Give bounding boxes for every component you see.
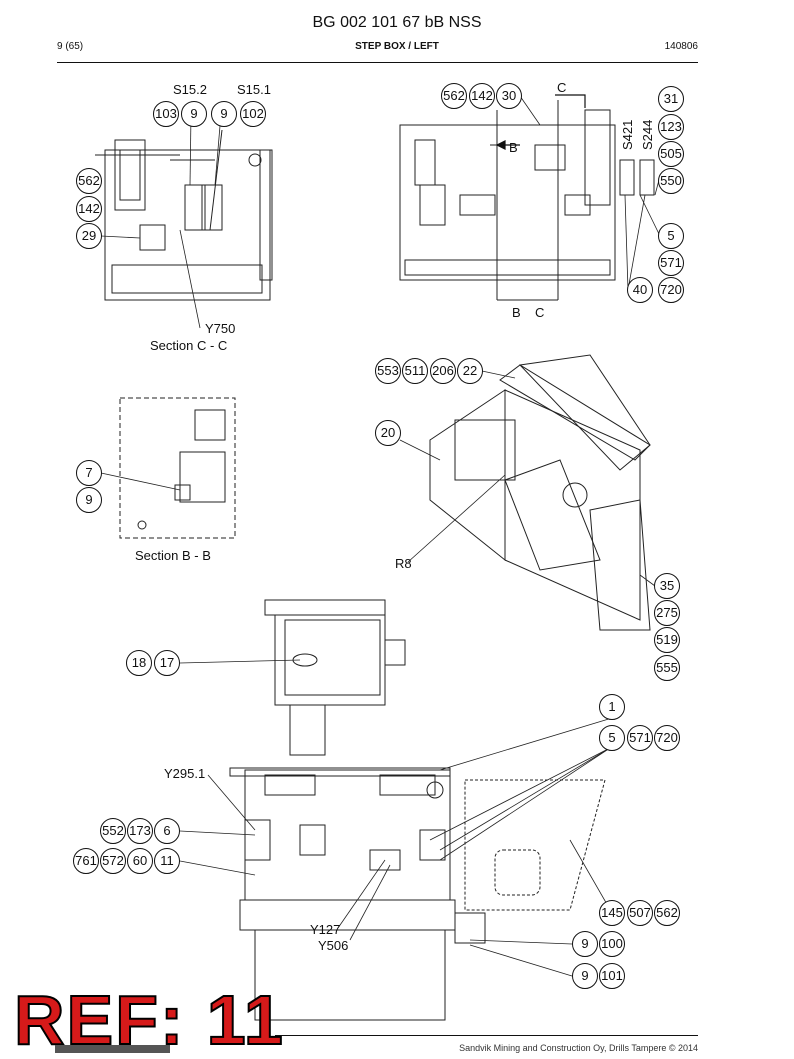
balloon-511: 511 xyxy=(402,358,428,384)
balloon-101: 101 xyxy=(599,963,625,989)
footer-copyright: Sandvik Mining and Construction Oy, Dril… xyxy=(459,1043,698,1053)
balloon-572: 572 xyxy=(100,848,126,874)
isometric-step-box xyxy=(429,354,651,631)
balloon-9c: 9 xyxy=(76,487,102,513)
balloon-20: 20 xyxy=(375,420,401,446)
label-s421: S421 xyxy=(620,119,635,150)
balloon-553: 553 xyxy=(375,358,401,384)
balloon-562c: 562 xyxy=(654,900,680,926)
label-y506: Y506 xyxy=(318,938,349,953)
balloon-18: 18 xyxy=(126,650,152,676)
balloon-9d: 9 xyxy=(572,931,598,957)
balloon-22: 22 xyxy=(457,358,483,384)
balloon-9e: 9 xyxy=(572,963,598,989)
balloon-5a: 5 xyxy=(658,223,684,249)
label-y750: Y750 xyxy=(205,321,236,336)
balloon-31: 31 xyxy=(658,86,684,112)
balloon-9a: 9 xyxy=(181,101,207,127)
label-y127: Y127 xyxy=(310,922,341,937)
balloon-11: 11 xyxy=(154,848,180,874)
balloon-7: 7 xyxy=(76,460,102,486)
balloon-507: 507 xyxy=(627,900,653,926)
balloon-275: 275 xyxy=(654,600,680,626)
label-cut-b: B xyxy=(512,305,521,320)
section-c-c-title: Section C - C xyxy=(150,338,228,353)
balloon-550: 550 xyxy=(658,168,684,194)
balloon-562a: 562 xyxy=(76,168,102,194)
balloon-30: 30 xyxy=(496,83,522,109)
ref-stamp: REF: 11 xyxy=(13,981,285,1059)
balloon-17: 17 xyxy=(154,650,180,676)
balloon-552: 552 xyxy=(100,818,126,844)
label-section-b-arrow: B xyxy=(509,140,518,155)
balloon-142a: 142 xyxy=(76,196,102,222)
balloon-145: 145 xyxy=(599,900,625,926)
balloon-720a: 720 xyxy=(658,277,684,303)
label-r8: R8 xyxy=(395,556,412,571)
balloon-100: 100 xyxy=(599,931,625,957)
label-s15-2: S15.2 xyxy=(173,82,207,97)
header-rule xyxy=(57,62,698,63)
top-right-view xyxy=(399,100,655,301)
balloon-1: 1 xyxy=(599,694,625,720)
section-b-b-view xyxy=(119,397,236,539)
label-s244: S244 xyxy=(640,119,655,150)
balloon-761: 761 xyxy=(73,848,99,874)
label-cut-c: C xyxy=(535,305,545,320)
balloon-720b: 720 xyxy=(654,725,680,751)
balloon-173: 173 xyxy=(127,818,153,844)
balloon-571b: 571 xyxy=(627,725,653,751)
balloon-103: 103 xyxy=(153,101,179,127)
section-c-c-view xyxy=(95,129,273,301)
balloon-6: 6 xyxy=(154,818,180,844)
balloon-9b: 9 xyxy=(211,101,237,127)
footer-rule xyxy=(275,1035,698,1036)
section-b-b-title: Section B - B xyxy=(135,548,211,563)
balloon-505: 505 xyxy=(658,141,684,167)
bottom-front-view xyxy=(229,767,606,1021)
balloon-60: 60 xyxy=(127,848,153,874)
section-heading: STEP BOX / LEFT xyxy=(355,41,439,52)
label-s15-1: S15.1 xyxy=(237,82,271,97)
balloon-102: 102 xyxy=(240,101,266,127)
balloon-142b: 142 xyxy=(469,83,495,109)
balloon-29: 29 xyxy=(76,223,102,249)
logo-strip xyxy=(55,1045,170,1053)
document-title: BG 002 101 67 bB NSS xyxy=(312,14,482,31)
label-section-c-arrow: C xyxy=(557,80,567,95)
balloon-40: 40 xyxy=(627,277,653,303)
middle-plan-view xyxy=(264,599,406,756)
balloon-5b: 5 xyxy=(599,725,625,751)
document-code: 140806 xyxy=(664,41,698,52)
balloon-562b: 562 xyxy=(441,83,467,109)
label-y295-1: Y295.1 xyxy=(164,766,206,781)
balloon-555: 555 xyxy=(654,655,680,681)
balloon-123: 123 xyxy=(658,114,684,140)
balloon-35: 35 xyxy=(654,573,680,599)
balloon-206: 206 xyxy=(430,358,456,384)
page-number: 9 (65) xyxy=(57,41,84,52)
balloon-571a: 571 xyxy=(658,250,684,276)
balloon-519: 519 xyxy=(654,627,680,653)
